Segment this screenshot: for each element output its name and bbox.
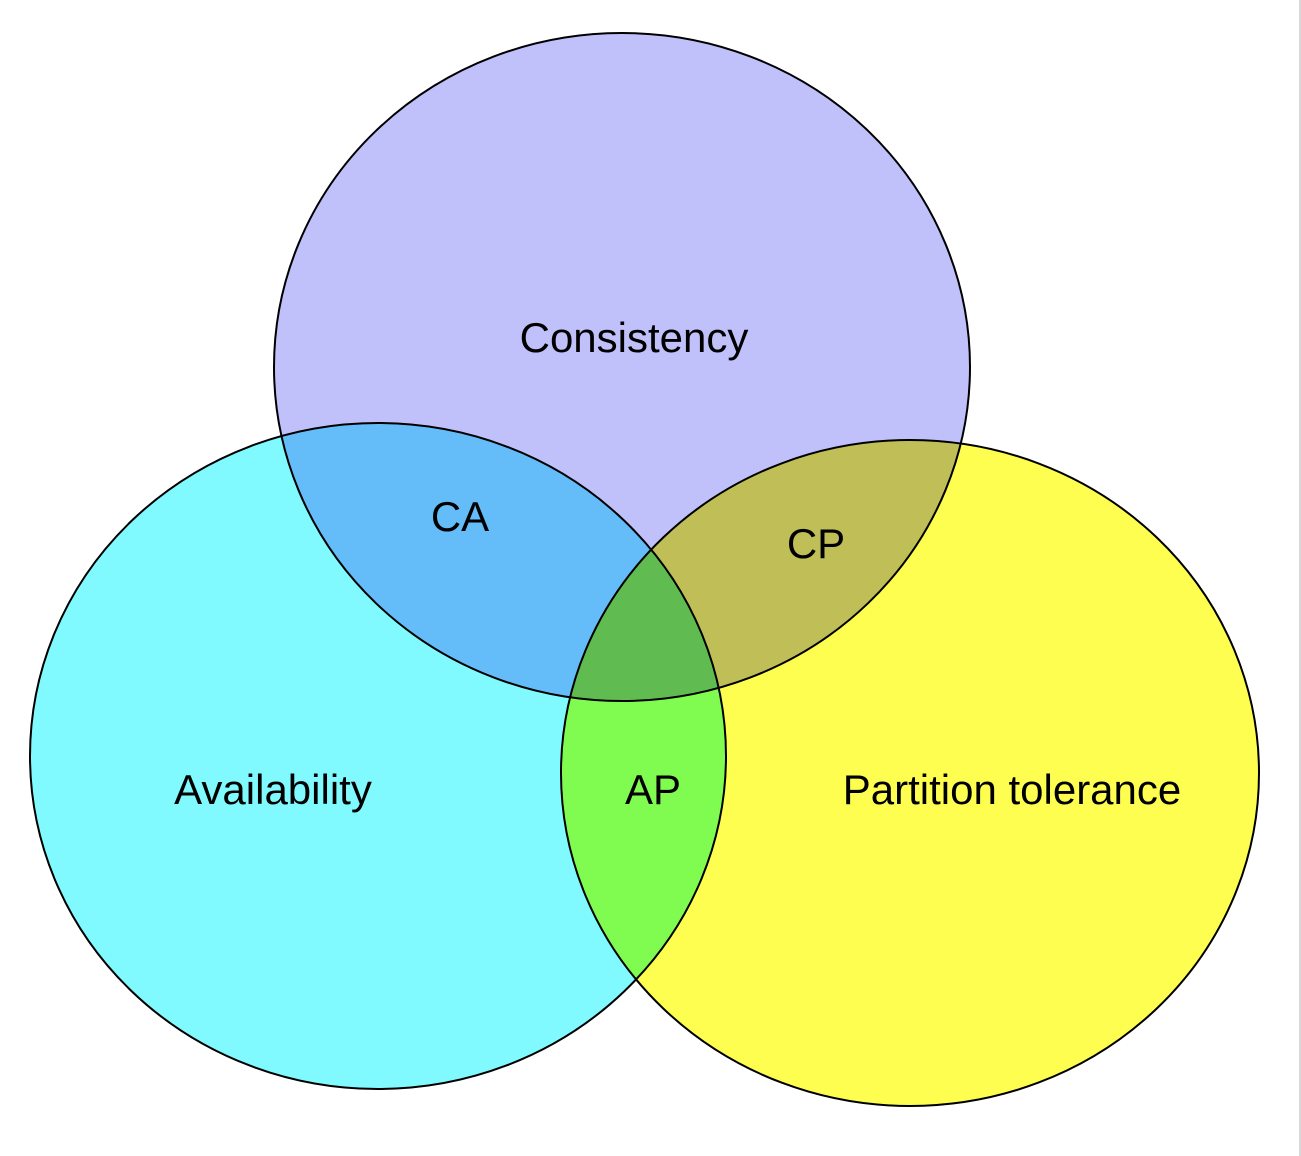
cp-intersection (561, 440, 970, 701)
right-edge-divider (1299, 0, 1301, 1156)
consistency-label: Consistency (520, 314, 749, 361)
ca-label: CA (431, 493, 489, 540)
partition-tolerance-outline (560, 439, 1260, 1107)
ca-intersection (274, 423, 726, 701)
availability-label: Availability (174, 766, 372, 813)
cp-label: CP (787, 520, 845, 567)
consistency-outline (273, 32, 971, 702)
availability-outline (29, 422, 727, 1090)
partition-tolerance-label: Partition tolerance (843, 766, 1182, 813)
ap-label: AP (625, 766, 681, 813)
